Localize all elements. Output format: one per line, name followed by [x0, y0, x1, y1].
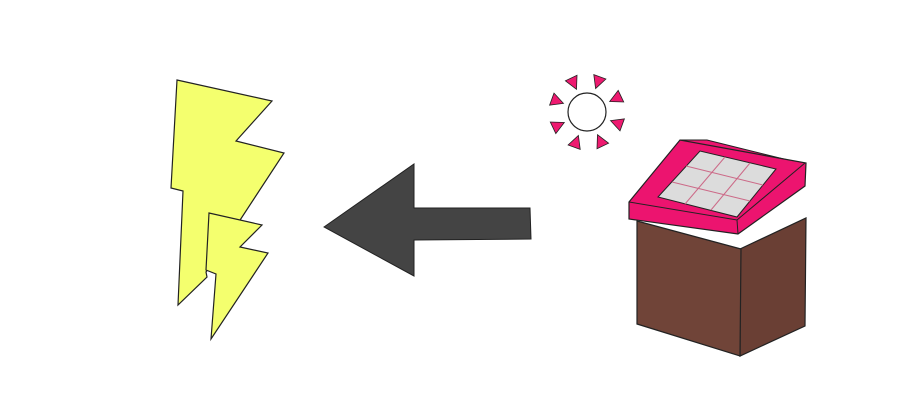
- sun-ray: [593, 73, 607, 90]
- sun-ray: [608, 89, 625, 103]
- panel-frame-corner: [736, 219, 739, 235]
- sun-ray: [549, 121, 566, 135]
- panel-grid: [671, 156, 764, 211]
- solar-panel-icon: [628, 139, 807, 357]
- sun-ray: [596, 133, 610, 150]
- lightning-bolt-small: [205, 212, 269, 342]
- sun-icon: [548, 73, 626, 151]
- sun-ray: [564, 74, 578, 91]
- sun-rays: [548, 73, 626, 151]
- sun-disc: [567, 92, 607, 132]
- panel-base-side: [739, 217, 807, 357]
- sun-ray: [548, 92, 565, 106]
- panel-base-front: [636, 220, 742, 357]
- lightning-bolt-large: [170, 79, 285, 307]
- sun-ray: [609, 118, 626, 132]
- sun-ray: [567, 134, 581, 151]
- lightning-bolt-icon: [170, 79, 285, 342]
- left-arrow-icon: [323, 163, 532, 277]
